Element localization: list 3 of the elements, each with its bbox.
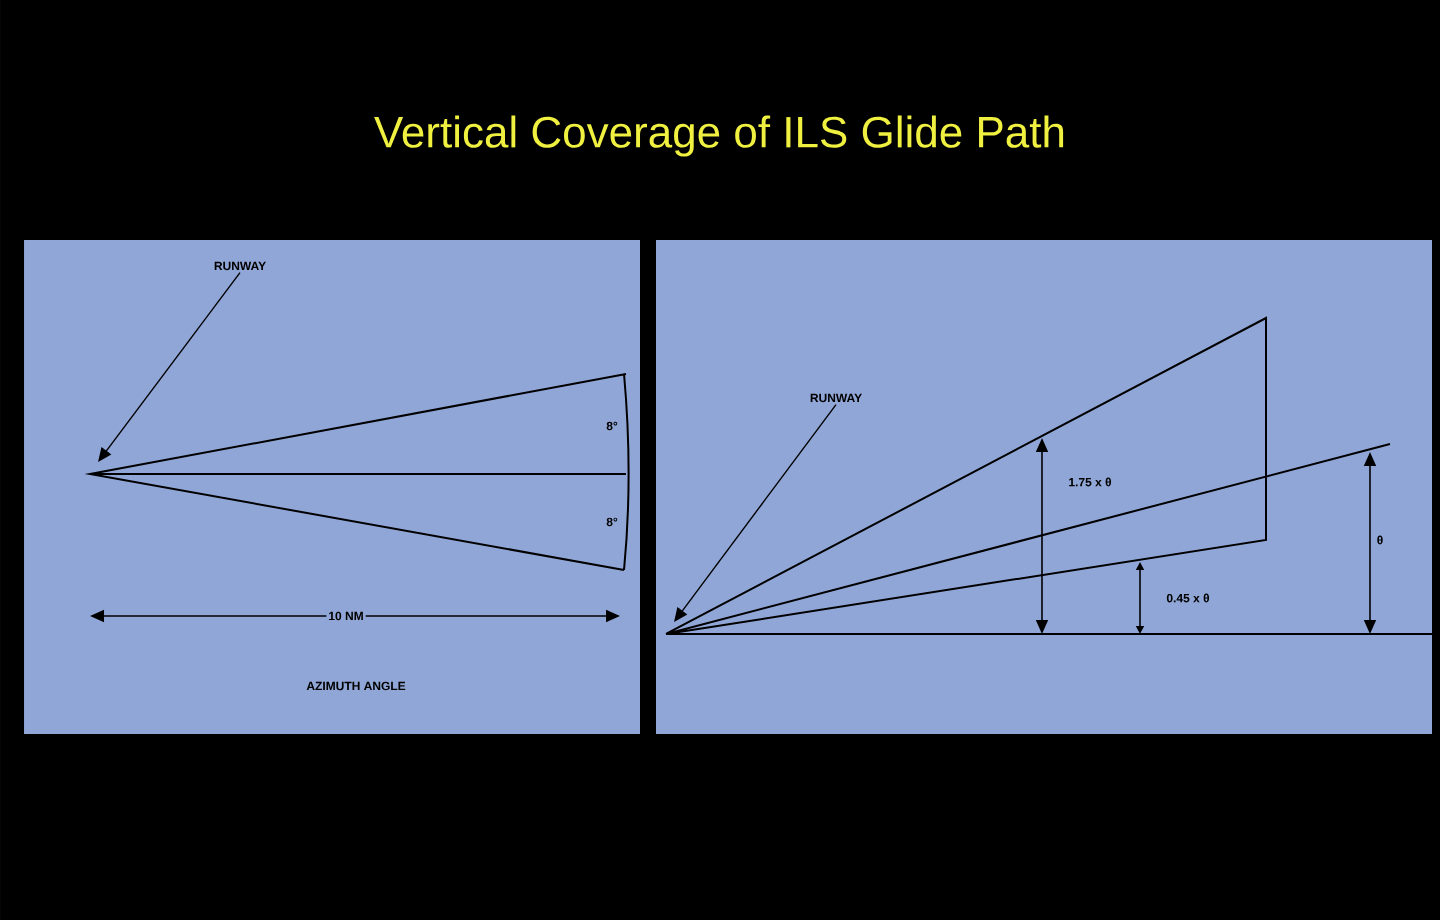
leader-line [674, 403, 837, 622]
leader-line [98, 271, 241, 462]
title: Vertical Coverage of ILS Glide Path [374, 115, 1064, 157]
